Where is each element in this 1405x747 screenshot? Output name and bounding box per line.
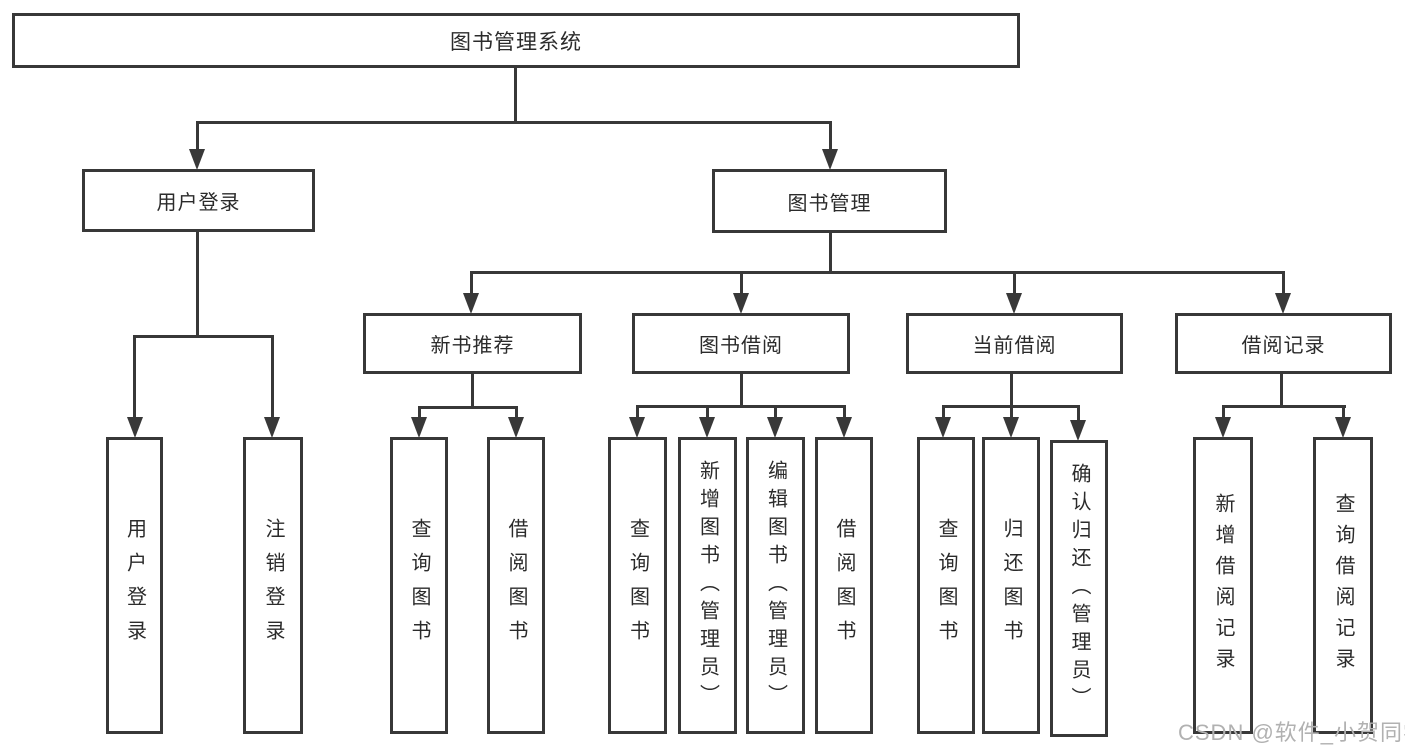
connector-root-branch: [196, 121, 832, 124]
node-label: 新增借阅记录: [1212, 492, 1234, 679]
connector-branch: [133, 335, 274, 338]
connector-branch: [418, 406, 518, 409]
node-label: 查询借阅记录: [1332, 492, 1354, 679]
node-query-books-borrowing: 查询图书: [608, 437, 667, 734]
node-query-borrow-record: 查询借阅记录: [1313, 437, 1373, 734]
arrow-down-icon: [733, 293, 749, 314]
connector-drop: [515, 406, 518, 420]
connector-drop: [1222, 405, 1225, 419]
connector-drop: [418, 406, 421, 420]
node-label: 查询图书: [626, 517, 649, 654]
node-borrow-books-recommend: 借阅图书: [487, 437, 545, 734]
connector-drop: [740, 271, 743, 295]
node-label: 新书推荐: [430, 335, 515, 357]
arrow-down-icon: [699, 417, 715, 438]
arrow-down-icon: [629, 417, 645, 438]
node-confirm-return-admin: 确认归还（管理员）: [1050, 440, 1108, 737]
connector-drop: [774, 405, 777, 419]
node-edit-books-admin: 编辑图书（管理员）: [746, 437, 805, 734]
arrow-down-icon: [1335, 417, 1351, 438]
node-label: 图书管理系统: [450, 30, 582, 54]
connector-drop: [1010, 405, 1013, 419]
node-label: 图书借阅: [699, 335, 783, 357]
csdn-watermark: CSDN @软件_小贺同学: [1178, 720, 1405, 745]
connector-stub: [196, 232, 199, 337]
connector-drop: [271, 335, 274, 419]
arrow-down-icon: [935, 417, 951, 438]
node-new-book-recommend: 新书推荐: [363, 313, 582, 374]
connector-drop: [1013, 271, 1016, 295]
arrow-down-icon: [1275, 293, 1291, 314]
node-label: 编辑图书（管理员）: [764, 459, 787, 712]
node-current-borrowing: 当前借阅: [906, 313, 1123, 374]
arrow-down-icon: [264, 417, 280, 438]
node-query-books-current: 查询图书: [917, 437, 975, 734]
node-book-borrowing: 图书借阅: [632, 313, 850, 374]
node-label: 用户登录: [123, 517, 146, 654]
connector-drop: [133, 335, 136, 419]
node-query-books-recommend: 查询图书: [390, 437, 448, 734]
node-add-borrow-record: 新增借阅记录: [1193, 437, 1253, 734]
connector-drop: [636, 405, 639, 419]
connector-stub: [740, 374, 743, 407]
connector-drop: [1282, 271, 1285, 295]
node-borrow-books-leaf: 借阅图书: [815, 437, 873, 734]
node-label: 借阅图书: [833, 517, 855, 654]
arrow-down-icon: [411, 417, 427, 438]
node-label: 新增图书（管理员）: [696, 459, 719, 712]
connector-stub: [1280, 374, 1283, 407]
node-label: 图书管理: [787, 192, 872, 215]
node-library-management-system: 图书管理系统: [12, 13, 1020, 68]
connector-drop: [196, 121, 199, 151]
node-label: 查询图书: [935, 517, 957, 654]
connector-branch: [470, 271, 1285, 274]
arrow-down-icon: [822, 149, 838, 170]
node-label: 借阅图书: [505, 517, 527, 654]
connector-stub: [829, 233, 832, 273]
node-logout: 注销登录: [243, 437, 303, 734]
arrow-down-icon: [1070, 420, 1086, 441]
connector-drop: [843, 405, 846, 419]
arrow-down-icon: [463, 293, 479, 314]
node-label: 归还图书: [1000, 517, 1022, 654]
node-book-management: 图书管理: [712, 169, 947, 233]
node-user-login-leaf: 用户登录: [106, 437, 163, 734]
arrow-down-icon: [1003, 417, 1019, 438]
connector-stub: [1010, 374, 1013, 407]
node-borrowing-records: 借阅记录: [1175, 313, 1392, 374]
arrow-down-icon: [767, 417, 783, 438]
node-add-books-admin: 新增图书（管理员）: [678, 437, 737, 734]
connector-drop: [829, 121, 832, 151]
connector-branch: [1222, 405, 1346, 408]
arrow-down-icon: [1006, 293, 1022, 314]
connector-root-stub: [514, 68, 517, 123]
arrow-down-icon: [127, 417, 143, 438]
arrow-down-icon: [836, 417, 852, 438]
connector-branch: [636, 405, 846, 408]
node-user-login: 用户登录: [82, 169, 315, 232]
arrow-down-icon: [189, 149, 205, 170]
connector-drop: [942, 405, 945, 419]
connector-stub: [471, 374, 474, 408]
connector-drop: [706, 405, 709, 419]
node-label: 当前借阅: [972, 335, 1057, 357]
connector-drop: [1342, 405, 1345, 419]
node-return-books: 归还图书: [982, 437, 1040, 734]
node-label: 确认归还（管理员）: [1068, 462, 1090, 715]
node-label: 注销登录: [262, 517, 284, 654]
node-label: 借阅记录: [1241, 335, 1326, 357]
arrow-down-icon: [1215, 417, 1231, 438]
connector-drop: [1077, 405, 1080, 422]
node-label: 用户登录: [156, 192, 241, 214]
connector-drop: [470, 271, 473, 295]
arrow-down-icon: [508, 417, 524, 438]
node-label: 查询图书: [408, 517, 430, 654]
